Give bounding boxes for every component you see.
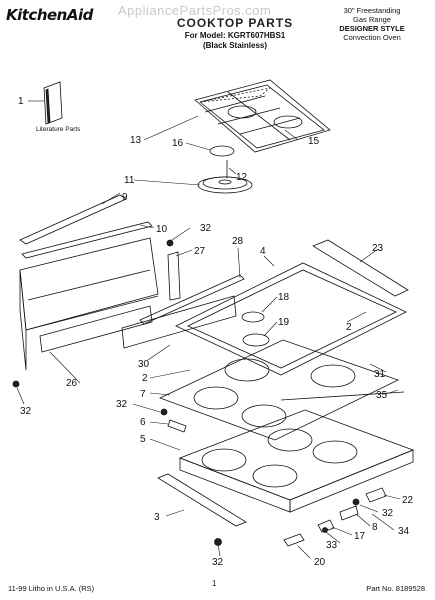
callout-11: 11 (124, 175, 135, 186)
part-number: Part No. 8189528 (366, 584, 425, 593)
model-line: For Model: KGRT607HBS1 (184, 31, 286, 40)
callout-34: 34 (398, 526, 410, 537)
callout-27: 27 (194, 246, 206, 257)
literature-booklet (43, 81, 63, 125)
page-title: COOKTOP PARTS (176, 16, 294, 30)
callout-33: 33 (326, 540, 338, 551)
callout-15: 15 (308, 136, 320, 147)
callout-32-top: 32 (200, 223, 212, 234)
callout-23: 23 (372, 243, 384, 254)
callout-20: 20 (314, 557, 326, 568)
spec-line-2: Gas Range (353, 15, 391, 24)
strip-35 (280, 391, 405, 401)
callout-32-right: 32 (382, 508, 394, 519)
callout-22: 22 (402, 495, 414, 506)
callout-4: 4 (260, 246, 266, 257)
burner-cap (209, 145, 235, 157)
page-number: 1 (212, 579, 217, 588)
callout-16: 16 (172, 138, 184, 149)
side-trim-10 (21, 221, 153, 259)
callout-32-bottom: 32 (212, 557, 224, 568)
callout-32-mid: 32 (116, 399, 128, 410)
cooktop-frame (175, 262, 407, 376)
callout-18: 18 (278, 292, 290, 303)
callout-2-left: 2 (142, 373, 148, 384)
finish-line: (Black Stainless) (202, 41, 268, 50)
litho-note: 11-99 Litho in U.S.A. (RS) (8, 584, 95, 593)
front-trim-3 (157, 473, 247, 527)
callout-30: 30 (138, 359, 150, 370)
range-spec: 30" Freestanding Gas Range DESIGNER STYL… (317, 6, 427, 42)
callout-13: 13 (130, 135, 142, 146)
burner-grate (194, 79, 331, 153)
control-panel (19, 237, 159, 371)
side-trim-9 (19, 194, 127, 245)
trim-28 (139, 274, 245, 325)
screw-32-left (12, 380, 20, 388)
leader-lines (16, 100, 401, 559)
screw-32-bottom (214, 538, 222, 546)
callout-9: 9 (122, 192, 128, 203)
screw-32-right (352, 498, 360, 506)
burner-base-19 (242, 333, 270, 347)
callout-8: 8 (372, 522, 378, 533)
callout-1: 1 (18, 96, 24, 107)
burner-ring-18 (241, 311, 265, 323)
main-cooktop (178, 409, 415, 513)
side-trim-23 (312, 239, 409, 297)
igniter-22 (365, 487, 387, 503)
callout-10: 10 (156, 224, 168, 235)
screw-32-top (166, 239, 174, 247)
callout-6: 6 (140, 417, 146, 428)
callout-32-left: 32 (20, 406, 32, 417)
screw-32-mid (160, 408, 168, 416)
callout-17: 17 (354, 531, 366, 542)
callout-31: 31 (374, 369, 386, 380)
brand-logo: KitchenAid (6, 6, 93, 24)
callout-19: 19 (278, 317, 290, 328)
screw-33 (322, 527, 328, 533)
callout-26: 26 (66, 378, 78, 389)
callout-2-right: 2 (346, 322, 352, 333)
watermark: AppliancePartsPros.com (118, 3, 272, 18)
glass-cooktop (158, 339, 400, 441)
callout-3: 3 (154, 512, 160, 523)
spec-line-3: DESIGNER STYLE (339, 24, 405, 33)
callout-12: 12 (236, 172, 248, 183)
callout-7: 7 (140, 389, 146, 400)
bracket-6 (167, 419, 187, 433)
callout-5: 5 (140, 434, 146, 445)
switch-8 (339, 505, 359, 521)
spec-line-1: 30" Freestanding (343, 6, 401, 15)
trim-30 (121, 295, 237, 349)
callout-35: 35 (376, 390, 388, 401)
callout-28: 28 (232, 236, 244, 247)
bracket-27 (167, 251, 181, 301)
literature-parts-label: Literature Parts (36, 126, 81, 133)
model-info: For Model: KGRT607HBS1 (Black Stainless) (150, 31, 320, 51)
spec-line-4: Convection Oven (343, 33, 401, 42)
wire-20 (283, 533, 305, 547)
